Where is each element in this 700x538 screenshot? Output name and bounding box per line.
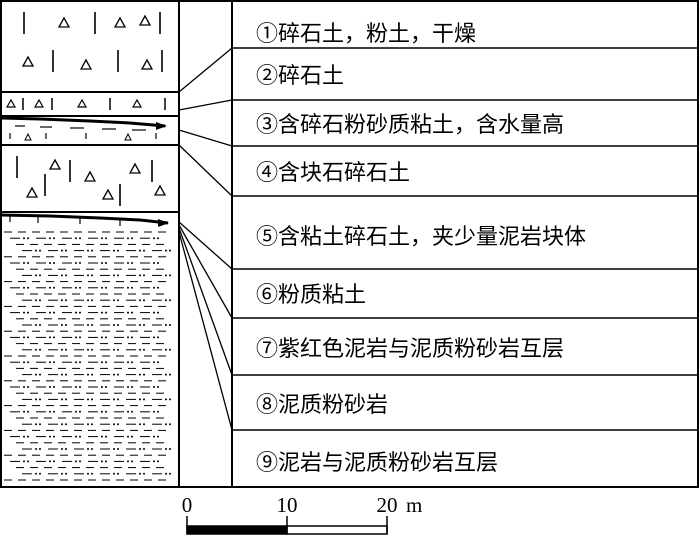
column-layer-5	[0, 213, 169, 227]
scale-bar: 0 10 20 m	[182, 493, 422, 535]
column-layer-3	[0, 116, 167, 141]
layer-label-8: ⑧泥质粉砂岩	[256, 393, 388, 418]
layer-label-5: ⑤含粘土碎石土，夹少量泥岩块体	[256, 225, 586, 250]
layer-label-7: ⑦紫红色泥岩与泥质粉砂岩互层	[256, 337, 564, 362]
lithology-column	[0, 12, 179, 481]
figure-frame	[0, 0, 699, 488]
column-layer-2	[5, 98, 166, 110]
scale-bar-open-segment	[286, 525, 388, 535]
layer-labels: ①碎石土，粉土，干燥 ②碎石土 ③含碎石粉砂质粘土，含水量高 ④含块石碎石土 ⑤…	[256, 22, 586, 476]
leader-lines	[178, 47, 233, 431]
layer-label-2: ②碎石土	[256, 64, 344, 89]
scale-bar-filled-segment	[186, 525, 288, 535]
scale-tick-20: 20	[377, 493, 398, 517]
scale-tick-0: 0	[182, 493, 193, 517]
scale-unit: m	[406, 493, 422, 517]
label-row-separators	[232, 47, 699, 431]
column-layer-4	[16, 156, 167, 206]
layer-label-9: ⑨泥岩与泥质粉砂岩互层	[256, 451, 498, 476]
layer-label-3: ③含碎石粉砂质粘土，含水量高	[256, 113, 564, 138]
layer-label-1: ①碎石土，粉土，干燥	[256, 22, 476, 47]
layer-label-6: ⑥粉质粘土	[256, 283, 366, 308]
column-layer-1	[21, 12, 163, 72]
layer-label-4: ④含块石碎石土	[256, 161, 410, 186]
column-bedrock-pattern	[4, 231, 171, 481]
scale-tick-10: 10	[277, 493, 298, 517]
